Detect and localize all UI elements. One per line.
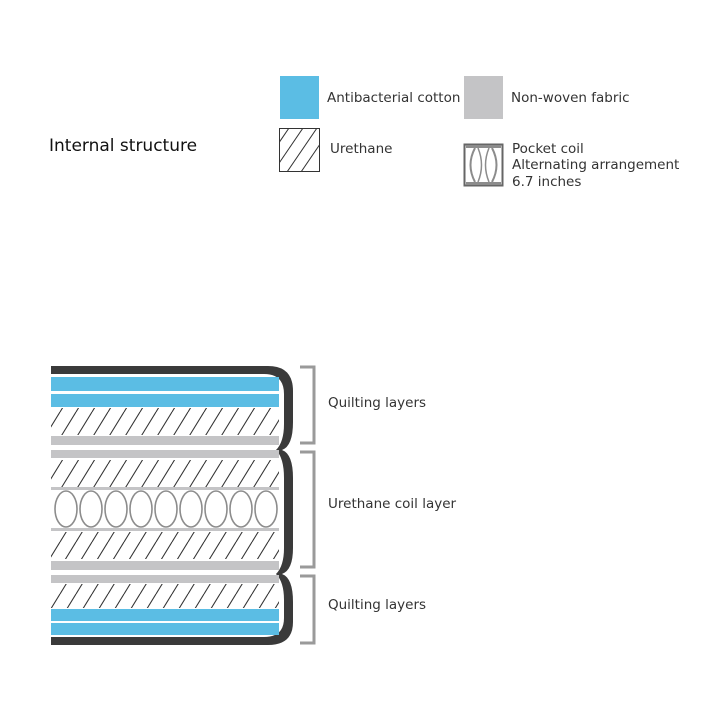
diagonal-hatch-icon xyxy=(279,128,320,172)
mattress-cross-section xyxy=(51,366,293,645)
bottom-layer-label: Quilting layers xyxy=(328,597,427,613)
lower-urethane-layer xyxy=(51,532,279,559)
antibacterial-cotton-label: Antibacterial cotton xyxy=(327,90,461,106)
top-cotton-layer xyxy=(51,377,279,391)
bottom-fabric-layer xyxy=(51,561,279,570)
pocket-coil-row xyxy=(54,490,278,528)
pocket-coil-icon xyxy=(463,143,504,187)
top-fabric-layer xyxy=(51,436,279,445)
upper-urethane-layer xyxy=(51,460,279,487)
bottom-urethane-layer xyxy=(51,584,279,608)
bottom-cotton-layer xyxy=(51,609,279,621)
pocket-coil-label-line3: 6.7 inches xyxy=(512,174,582,190)
top-urethane-layer xyxy=(51,408,279,435)
pocket-coil-label-line2: Alternating arrangement xyxy=(512,157,680,173)
page-title: Internal structure xyxy=(49,136,198,156)
antibacterial-cotton-swatch xyxy=(280,76,319,119)
non-woven-fabric-label: Non-woven fabric xyxy=(511,90,630,106)
bracket-icon xyxy=(300,365,316,645)
pocket-coil-label-line1: Pocket coil xyxy=(512,141,584,157)
urethane-label: Urethane xyxy=(330,141,393,157)
middle-layer-label: Urethane coil layer xyxy=(328,496,457,512)
top-layer-label: Quilting layers xyxy=(328,395,427,411)
non-woven-fabric-swatch xyxy=(464,76,503,119)
